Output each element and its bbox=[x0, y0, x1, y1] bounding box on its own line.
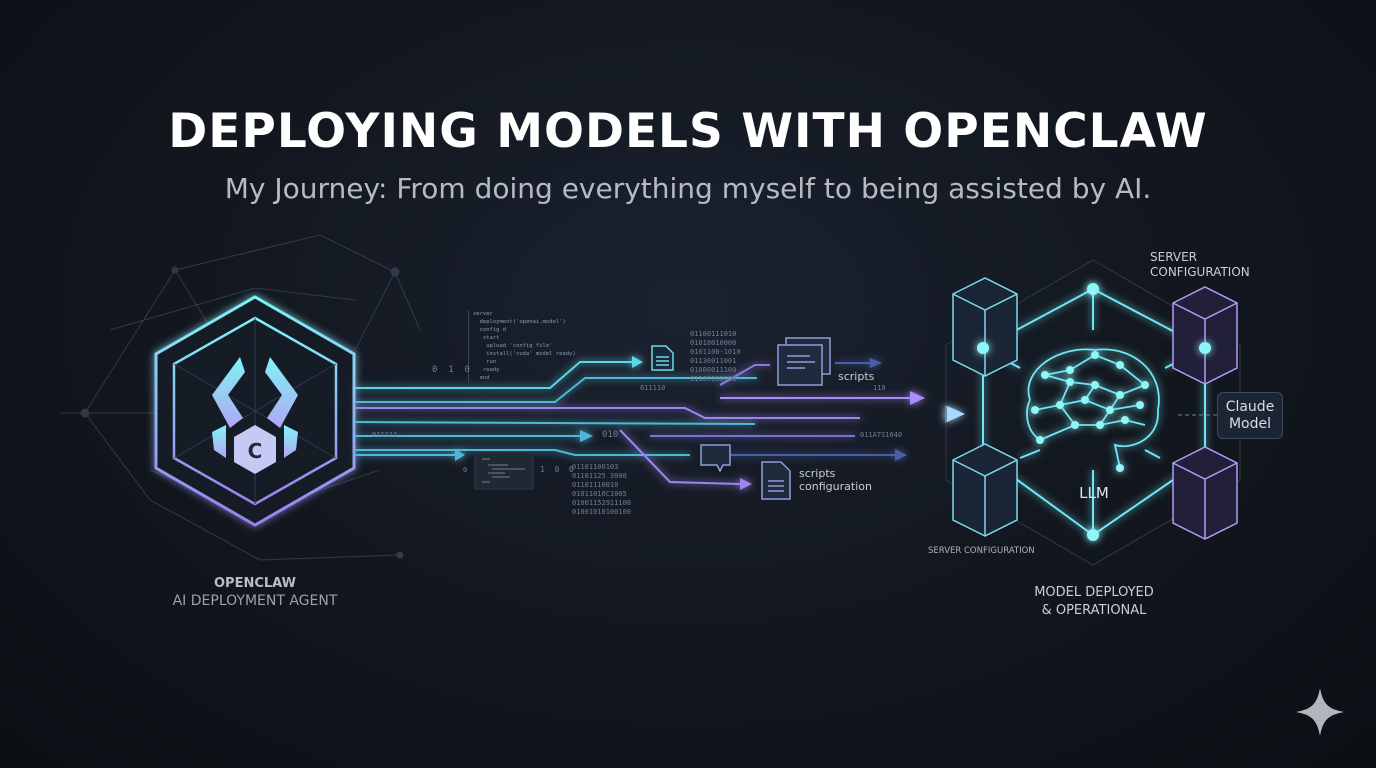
brain-network-icon bbox=[1026, 348, 1160, 472]
page-title: DEPLOYING MODELS WITH OPENCLAW bbox=[168, 104, 1208, 159]
server-icon bbox=[1172, 286, 1238, 540]
llm-cluster bbox=[945, 259, 1241, 566]
background-network bbox=[60, 234, 421, 561]
binary-text: 110 bbox=[873, 384, 886, 392]
config-document-icon bbox=[761, 461, 791, 500]
binary-block: 01100111010 01010010000 0101100-1010 011… bbox=[690, 330, 741, 383]
binary-text: 0 1 0 bbox=[432, 365, 470, 375]
script-window-icon bbox=[777, 337, 831, 386]
scripts-label: scripts bbox=[799, 467, 836, 480]
agent-name: OPENCLAW bbox=[214, 576, 296, 591]
agent-role: AI DEPLOYMENT AGENT bbox=[172, 593, 338, 609]
claude-model-box: Claude Model bbox=[1217, 392, 1283, 439]
claude-model-line2: Model bbox=[1228, 416, 1272, 432]
claude-model-line1: Claude bbox=[1225, 399, 1275, 415]
binary-text: 010 bbox=[602, 430, 619, 440]
page-subtitle: My Journey: From doing everything myself… bbox=[224, 172, 1152, 205]
server-config-label-line2: CONFIGURATION bbox=[1150, 265, 1250, 279]
configuration-label: configuration bbox=[799, 480, 872, 493]
main-beam-arrowhead bbox=[945, 405, 965, 423]
binary-text: 011111 bbox=[372, 431, 398, 439]
binary-text: 011110 bbox=[640, 384, 666, 392]
status-line2: & OPERATIONAL bbox=[1041, 603, 1147, 618]
data-flow bbox=[354, 356, 965, 490]
server-config-bottom-label: SERVER CONFIGURATION bbox=[928, 546, 1035, 556]
scripts-label: scripts bbox=[838, 370, 875, 383]
document-icon bbox=[651, 345, 674, 371]
terminal-panel bbox=[474, 451, 534, 490]
sparkle-icon bbox=[1296, 688, 1344, 736]
status-line1: MODEL DEPLOYED bbox=[1034, 585, 1154, 600]
binary-block: 01101100103 01101125 3000 01101110010 01… bbox=[572, 463, 632, 516]
server-icon bbox=[952, 277, 1018, 537]
openclaw-logo bbox=[154, 295, 356, 527]
chat-bubble-icon bbox=[700, 444, 731, 473]
binary-text: 0 bbox=[463, 466, 468, 474]
code-snippet: server deployment('openai.model') config… bbox=[468, 310, 576, 382]
server-config-label-line1: SERVER bbox=[1150, 250, 1198, 264]
binary-text: 011ATS1640 bbox=[860, 431, 903, 439]
binary-text: 1 0 0 bbox=[540, 465, 574, 474]
logo-letter: C bbox=[248, 439, 263, 463]
llm-label: LLM bbox=[1079, 484, 1109, 502]
